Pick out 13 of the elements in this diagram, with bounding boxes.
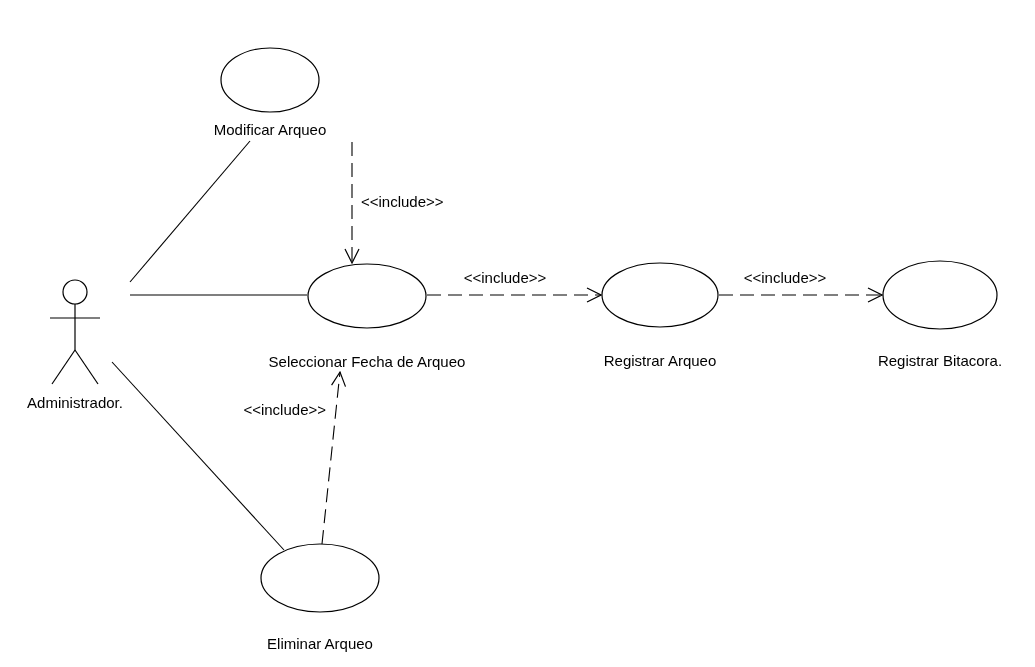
association-line xyxy=(129,294,308,296)
dashed-arrow xyxy=(344,141,360,264)
dashed-arrow xyxy=(426,287,602,303)
use-case-name: Registrar Bitacora. xyxy=(877,352,1003,370)
use-case-name: Modificar Arqueo xyxy=(213,121,327,139)
use-case-name: Registrar Arqueo xyxy=(603,352,717,370)
association-line xyxy=(111,361,285,551)
actor-name: Administrador. xyxy=(27,394,123,412)
dashed-arrow xyxy=(718,287,883,303)
use-case-name: Eliminar Arqueo xyxy=(267,635,373,653)
association-line xyxy=(129,140,251,283)
dashed-arrow xyxy=(321,371,347,545)
use-case-name: Seleccionar Fecha de Arqueo xyxy=(268,353,466,371)
